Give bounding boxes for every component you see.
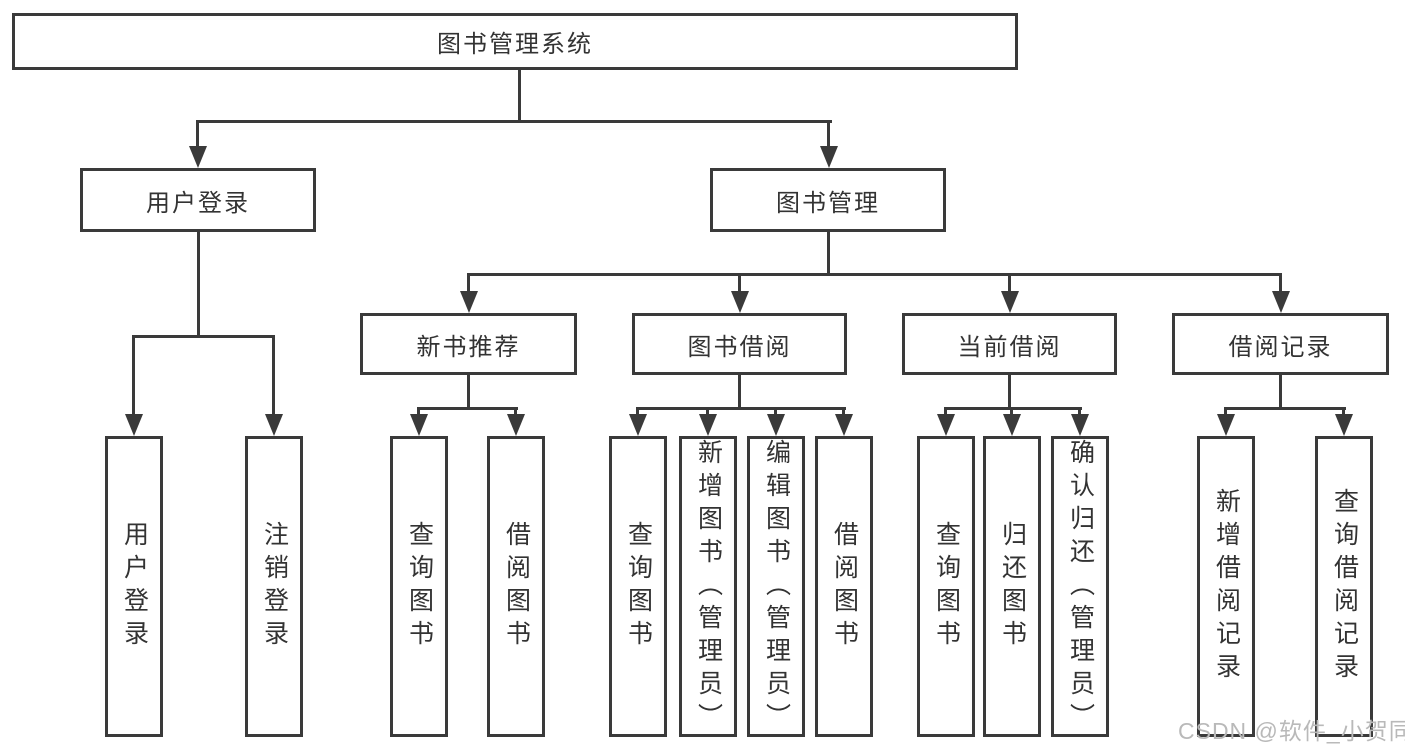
- leaf-bb-add-books-label: 新增图书（管理员）: [694, 439, 723, 736]
- connector-current-borrow-hline: [944, 407, 1082, 410]
- arrowhead-to-book-borrow: [731, 291, 749, 313]
- arrowhead-to-new-book-rec: [460, 291, 478, 313]
- connector-drop-user-login-leaf: [132, 335, 135, 416]
- arrowhead-to-cb-confirm: [1071, 414, 1089, 436]
- node-book-mgmt-label: 图书管理: [776, 189, 880, 217]
- leaf-nbr-query-books: 查询图书: [390, 436, 448, 737]
- leaf-bb-borrow-books-label: 借阅图书: [830, 520, 859, 653]
- connector-book-borrow-hline: [636, 407, 846, 410]
- node-root: 图书管理系统: [12, 13, 1018, 70]
- arrowhead-to-user-login: [189, 146, 207, 168]
- arrowhead-to-br-query: [1335, 414, 1353, 436]
- node-user-login: 用户登录: [80, 168, 316, 232]
- node-current-borrow-label: 当前借阅: [957, 333, 1062, 361]
- connector-borrow-records-hline: [1224, 407, 1346, 410]
- node-borrow-records-label: 借阅记录: [1228, 333, 1333, 361]
- leaf-cb-return-books: 归还图书: [983, 436, 1041, 737]
- arrowhead-to-current-borrow: [1001, 291, 1019, 313]
- connector-drop-new-book-rec: [467, 273, 470, 293]
- csdn-watermark: CSDN @软件_小贺同学: [1178, 718, 1405, 744]
- connector-borrow-records-vline: [1279, 375, 1282, 410]
- connector-user-login-hline: [132, 335, 275, 338]
- node-book-borrow-label: 图书借阅: [687, 333, 792, 361]
- arrowhead-to-book-mgmt: [820, 146, 838, 168]
- connector-book-borrow-vline: [738, 375, 741, 410]
- connector-drop-bb-edit: [774, 407, 777, 416]
- connector-root-vline: [518, 69, 521, 123]
- arrowhead-to-bb-borrow: [835, 414, 853, 436]
- leaf-bb-query-books-label: 查询图书: [624, 520, 653, 653]
- node-book-mgmt: 图书管理: [710, 168, 946, 232]
- leaf-nbr-query-books-label: 查询图书: [405, 520, 434, 653]
- leaf-user-login: 用户登录: [105, 436, 163, 737]
- connector-current-borrow-vline: [1008, 375, 1011, 410]
- leaf-cb-confirm-return-label: 确认归还（管理员）: [1066, 439, 1095, 736]
- node-book-borrow: 图书借阅: [632, 313, 847, 375]
- arrowhead-to-borrow-records: [1272, 291, 1290, 313]
- node-current-borrow: 当前借阅: [902, 313, 1117, 375]
- node-root-label: 图书管理系统: [437, 31, 593, 58]
- connector-book-mgmt-hline: [467, 273, 1282, 276]
- arrowhead-to-bb-query: [629, 414, 647, 436]
- connector-drop-borrow-records: [1279, 273, 1282, 293]
- arrowhead-to-bb-edit: [767, 414, 785, 436]
- connector-drop-cb-return: [1010, 407, 1013, 416]
- node-new-book-rec: 新书推荐: [360, 313, 577, 375]
- arrowhead-to-user-login-leaf: [125, 414, 143, 436]
- leaf-cb-confirm-return: 确认归还（管理员）: [1051, 436, 1109, 737]
- leaf-cb-return-books-label: 归还图书: [998, 520, 1027, 653]
- leaf-br-add-record: 新增借阅记录: [1197, 436, 1255, 737]
- node-borrow-records: 借阅记录: [1172, 313, 1389, 375]
- connector-new-book-rec-hline: [417, 407, 518, 410]
- connector-drop-book-borrow: [738, 273, 741, 293]
- leaf-bb-edit-books-label: 编辑图书（管理员）: [762, 439, 791, 736]
- connector-drop-bb-borrow: [842, 407, 845, 416]
- arrowhead-to-bb-add: [699, 414, 717, 436]
- arrowhead-to-nbr-borrow: [507, 414, 525, 436]
- leaf-logout-label: 注销登录: [260, 520, 289, 653]
- node-new-book-rec-label: 新书推荐: [416, 333, 521, 361]
- connector-drop-nbr-borrow: [514, 407, 517, 416]
- connector-drop-bb-add: [706, 407, 709, 416]
- connector-drop-br-query: [1342, 407, 1345, 416]
- leaf-bb-add-books: 新增图书（管理员）: [679, 436, 737, 737]
- leaf-cb-query-books: 查询图书: [917, 436, 975, 737]
- leaf-br-add-record-label: 新增借阅记录: [1212, 487, 1241, 686]
- connector-root-drop-left: [196, 120, 199, 148]
- arrowhead-to-nbr-query: [410, 414, 428, 436]
- leaf-bb-borrow-books: 借阅图书: [815, 436, 873, 737]
- connector-root-hline: [196, 120, 832, 123]
- arrowhead-to-logout: [265, 414, 283, 436]
- connector-drop-nbr-query: [417, 407, 420, 416]
- arrowhead-to-br-add: [1217, 414, 1235, 436]
- leaf-br-query-record: 查询借阅记录: [1315, 436, 1373, 737]
- leaf-nbr-borrow-books: 借阅图书: [487, 436, 545, 737]
- leaf-logout: 注销登录: [245, 436, 303, 737]
- connector-drop-cb-query: [944, 407, 947, 416]
- leaf-user-login-label: 用户登录: [120, 520, 149, 653]
- leaf-nbr-borrow-books-label: 借阅图书: [502, 520, 531, 653]
- connector-book-mgmt-vline: [827, 232, 830, 276]
- connector-drop-bb-query: [636, 407, 639, 416]
- node-user-login-label: 用户登录: [146, 189, 250, 217]
- connector-root-drop-right: [827, 120, 830, 148]
- connector-user-login-vline: [197, 232, 200, 338]
- connector-drop-current-borrow: [1008, 273, 1011, 293]
- leaf-cb-query-books-label: 查询图书: [932, 520, 961, 653]
- leaf-bb-edit-books: 编辑图书（管理员）: [747, 436, 805, 737]
- connector-drop-br-add: [1224, 407, 1227, 416]
- arrowhead-to-cb-query: [937, 414, 955, 436]
- leaf-bb-query-books: 查询图书: [609, 436, 667, 737]
- arrowhead-to-cb-return: [1003, 414, 1021, 436]
- connector-drop-cb-confirm: [1078, 407, 1081, 416]
- leaf-br-query-record-label: 查询借阅记录: [1330, 487, 1359, 686]
- connector-new-book-rec-vline: [467, 375, 470, 410]
- connector-drop-logout: [272, 335, 275, 416]
